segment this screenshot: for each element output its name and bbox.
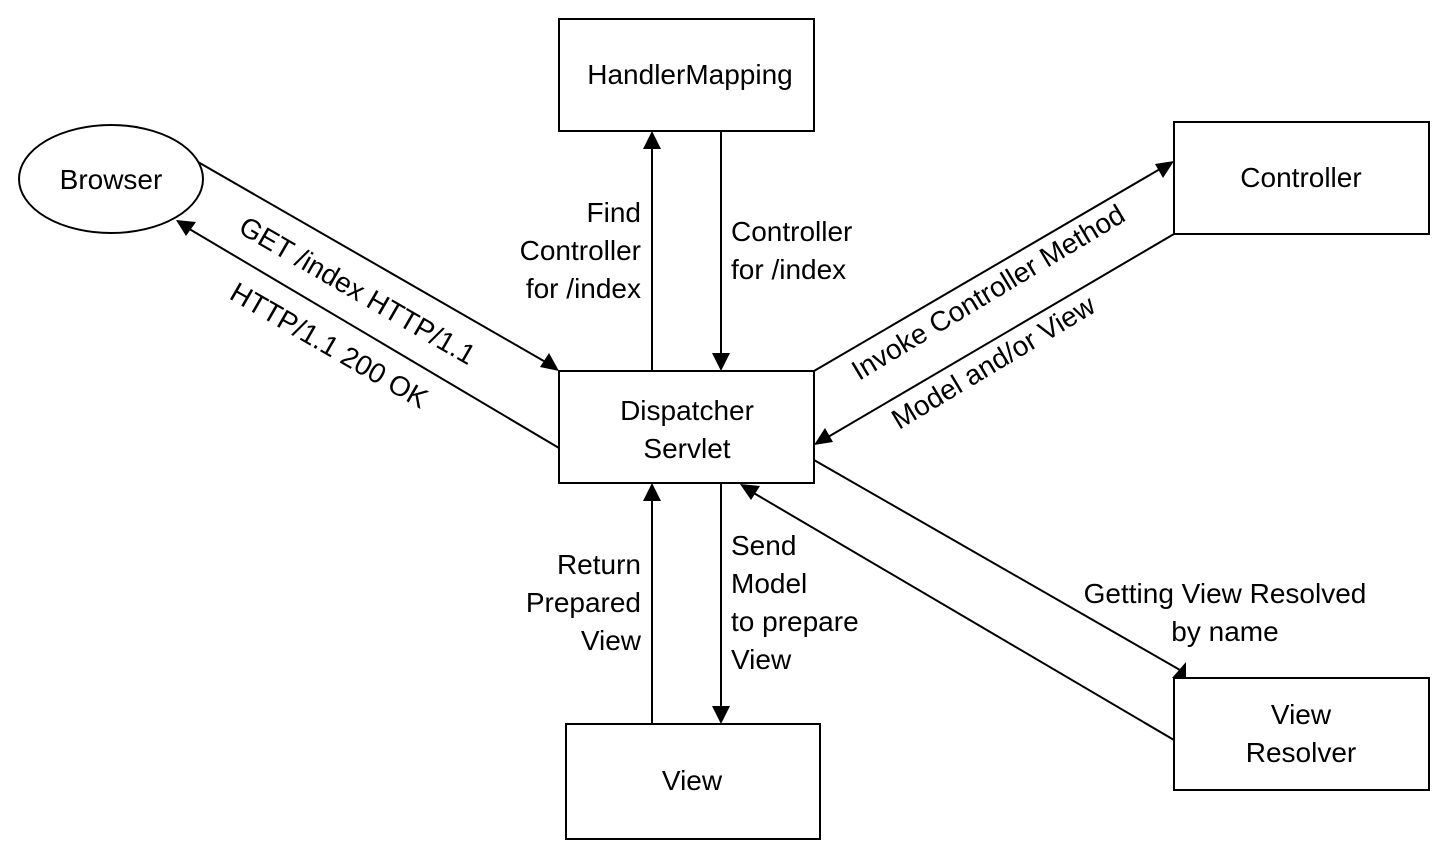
edge-resolve-view-label-line1: Getting View Resolved: [1084, 578, 1367, 609]
edge-return-view-label-line2: Prepared: [526, 587, 641, 618]
node-view: View: [565, 723, 821, 840]
edge-send-model-label-line2: Model: [731, 568, 807, 599]
arrowhead-icon: [712, 706, 730, 724]
view-resolver-label-line1: View: [1271, 699, 1332, 730]
edge-resolve-view-label-line2: by name: [1171, 616, 1278, 647]
node-view-resolver: View Resolver: [1173, 677, 1430, 791]
arrowhead-icon: [643, 483, 661, 501]
arrowhead-icon: [1172, 662, 1186, 678]
arrowhead-icon: [643, 131, 661, 149]
edge-http-response-line: [185, 226, 560, 449]
dispatcher-servlet-box: [558, 370, 815, 484]
edge-return-view-label-line1: Return: [557, 549, 641, 580]
edge-http-response: HTTP/1.1 200 OK: [176, 220, 560, 449]
edge-invoke-controller-line: [813, 168, 1161, 372]
edge-http-response-label: HTTP/1.1 200 OK: [225, 276, 434, 414]
controller-box: [1173, 121, 1430, 235]
arrowhead-icon: [712, 353, 730, 371]
view-label: View: [662, 765, 723, 796]
edge-return-view-label-line3: View: [581, 625, 642, 656]
node-controller: Controller: [1173, 121, 1430, 235]
arrowhead-icon: [740, 484, 760, 500]
edge-controller-for-index: Controller for /index: [712, 131, 852, 371]
view-box: [565, 723, 821, 840]
edge-find-controller-label-line1: Find: [587, 197, 641, 228]
node-browser: Browser: [18, 124, 204, 234]
node-dispatcher-servlet: Dispatcher Servlet: [558, 370, 815, 484]
arrowhead-icon: [1155, 161, 1174, 178]
handler-mapping-label: HandlerMapping: [587, 59, 792, 90]
arrowhead-icon: [814, 428, 833, 445]
edge-model-and-view-line: [827, 233, 1175, 438]
dispatcher-servlet-label-line1: Dispatcher: [620, 395, 754, 426]
browser-ellipse: [18, 124, 204, 234]
node-handler-mapping: HandlerMapping: [558, 18, 815, 132]
edge-find-controller: Find Controller for /index: [520, 131, 661, 371]
edge-return-view: Return Prepared View: [526, 483, 661, 724]
edge-find-controller-label-line3: for /index: [526, 273, 641, 304]
edge-controller-for-index-label-line1: Controller: [731, 216, 852, 247]
view-resolver-label-line2: Resolver: [1246, 737, 1356, 768]
controller-label: Controller: [1240, 162, 1361, 193]
browser-label: Browser: [60, 164, 163, 195]
edge-send-model-label-line1: Send: [731, 530, 796, 561]
edge-find-controller-label-line2: Controller: [520, 235, 641, 266]
edge-send-model-label-line4: View: [731, 644, 792, 675]
edge-resolved-back-line: [751, 491, 1175, 741]
dispatcher-servlet-label-line2: Servlet: [643, 433, 730, 464]
edge-get-request-line: [197, 161, 550, 365]
edge-controller-for-index-label-line2: for /index: [731, 254, 846, 285]
edge-send-model: Send Model to prepare View: [712, 483, 859, 724]
edge-send-model-label-line3: to prepare: [731, 606, 859, 637]
edge-resolve-view: Getting View Resolved by name: [813, 459, 1367, 678]
arrowhead-icon: [540, 353, 559, 371]
view-resolver-box: [1173, 677, 1430, 791]
edge-resolve-view-line: [813, 459, 1181, 671]
handler-mapping-box: [558, 18, 815, 132]
arrowhead-icon: [176, 220, 196, 236]
edge-resolved-back: [740, 484, 1175, 741]
